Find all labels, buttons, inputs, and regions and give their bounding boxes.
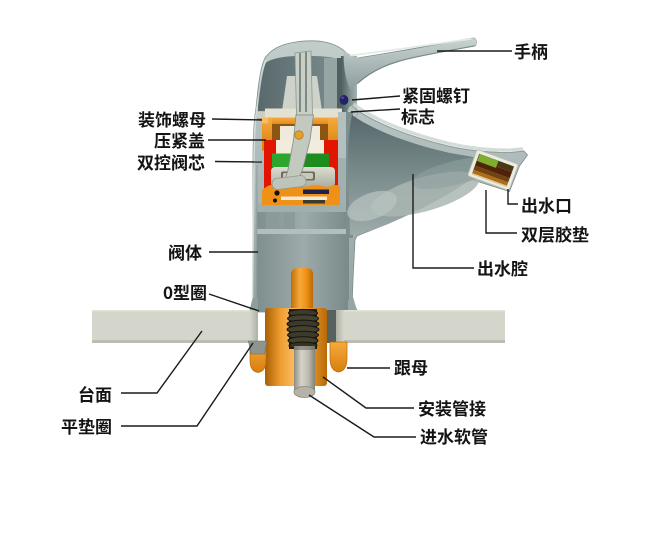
label-lock-nut: 跟母 (394, 354, 428, 379)
leader-lines (121, 50, 518, 438)
outlet-core-mid (473, 165, 510, 183)
dome-slot (324, 58, 340, 111)
lever-foot (271, 175, 307, 190)
counter-slab-right (336, 310, 505, 343)
spout-shell-highlight (352, 102, 524, 152)
slab-left-top-light (92, 310, 258, 312)
label-inlet-hose: 进水软管 (420, 423, 488, 448)
outlet-core-brown (474, 159, 512, 179)
lever-stem (294, 50, 313, 116)
body-right-slot (338, 112, 346, 158)
hose-tube (294, 346, 315, 392)
body-seat-tab-2 (283, 212, 295, 229)
spout-top-edge (351, 106, 525, 154)
ear-right (329, 341, 348, 373)
slab-left-bottom-shade (92, 340, 258, 343)
lever-pivot (294, 130, 304, 140)
set-screw-dot (339, 95, 349, 105)
label-cartridge: 双控阀芯 (137, 149, 205, 174)
outlet-core-amber (472, 169, 509, 186)
slab-left-end-shadow (250, 310, 258, 343)
label-flat-washer: 平垫圈 (61, 413, 112, 438)
slab-right-bottom-shade (336, 340, 505, 343)
threaded-fitting (286, 308, 320, 350)
dome-slot-gap (337, 58, 342, 111)
leader-countertop (121, 330, 203, 394)
slab-right-end-shadow (336, 310, 344, 343)
leader-logo (350, 108, 401, 113)
leader-mount-connector (322, 376, 414, 409)
body-seat-band (257, 204, 349, 212)
decor-nut-left (262, 117, 272, 151)
leader-cartridge (214, 160, 263, 163)
label-decor-nut: 装饰螺母 (138, 106, 206, 131)
base-dot-2 (273, 198, 277, 203)
label-press-cap: 压紧盖 (154, 127, 205, 152)
slab-right-top-light (336, 310, 505, 312)
press-cap-right (319, 124, 328, 145)
base-dark-bar (303, 200, 325, 204)
counter-slab-left (92, 310, 258, 343)
hose-end-cap (293, 386, 316, 398)
set-screw-highlight (341, 96, 344, 100)
label-valve-body: 阀体 (168, 239, 202, 264)
mounting-assembly (92, 308, 505, 398)
leader-decor-nut (211, 118, 263, 121)
lever-assembly (271, 50, 314, 190)
cavity-sheen-3 (347, 190, 397, 222)
rim-step (257, 112, 267, 121)
base-navy-bar (303, 189, 329, 194)
flat-washer-shape (248, 340, 268, 355)
label-handle: 手柄 (514, 38, 548, 63)
decor-nut-right (328, 117, 338, 151)
leader-double-gasket (485, 190, 517, 234)
cartridge-green-shade (300, 153, 329, 167)
body-seat-light-band (257, 229, 349, 234)
body-left-inner-shadow (255, 164, 258, 301)
label-o-ring: 0型圈 (163, 279, 208, 304)
label-set-screw: 紧固螺钉 (402, 82, 470, 107)
leader-flat-washer (121, 342, 254, 427)
label-logo: 标志 (401, 103, 435, 128)
base-white-stripe (281, 196, 327, 200)
label-mount-connector: 安装管接 (418, 395, 486, 420)
faucet-illustration (249, 37, 529, 316)
outlet-assembly (467, 149, 519, 191)
leader-spout-outlet (507, 189, 518, 205)
body-seat-tab-1 (266, 212, 278, 229)
body-left-highlight (251, 59, 267, 304)
hose-top-shadow (294, 346, 315, 350)
label-spout-outlet: 出水口 (521, 192, 572, 217)
outlet-green-pad (477, 153, 499, 168)
label-double-gasket: 双层胶垫 (521, 221, 589, 246)
leader-outlet-chamber (412, 174, 474, 269)
blade-top-highlight (349, 37, 472, 57)
leader-inlet-hose (308, 394, 416, 438)
leader-set-screw (351, 95, 401, 101)
inlet-hose-shape (293, 346, 316, 398)
leader-o-ring (208, 293, 260, 312)
shank-sliver (327, 310, 336, 343)
label-outlet-chamber: 出水腔 (477, 255, 528, 280)
press-cap-left (272, 124, 281, 145)
decor-nut-notch (262, 117, 268, 124)
outlet-core-cream (471, 173, 507, 188)
label-countertop: 台面 (78, 381, 112, 406)
blade-under-shadow (357, 45, 476, 84)
base-dot-1 (274, 190, 280, 196)
body-flare-right (348, 297, 358, 312)
